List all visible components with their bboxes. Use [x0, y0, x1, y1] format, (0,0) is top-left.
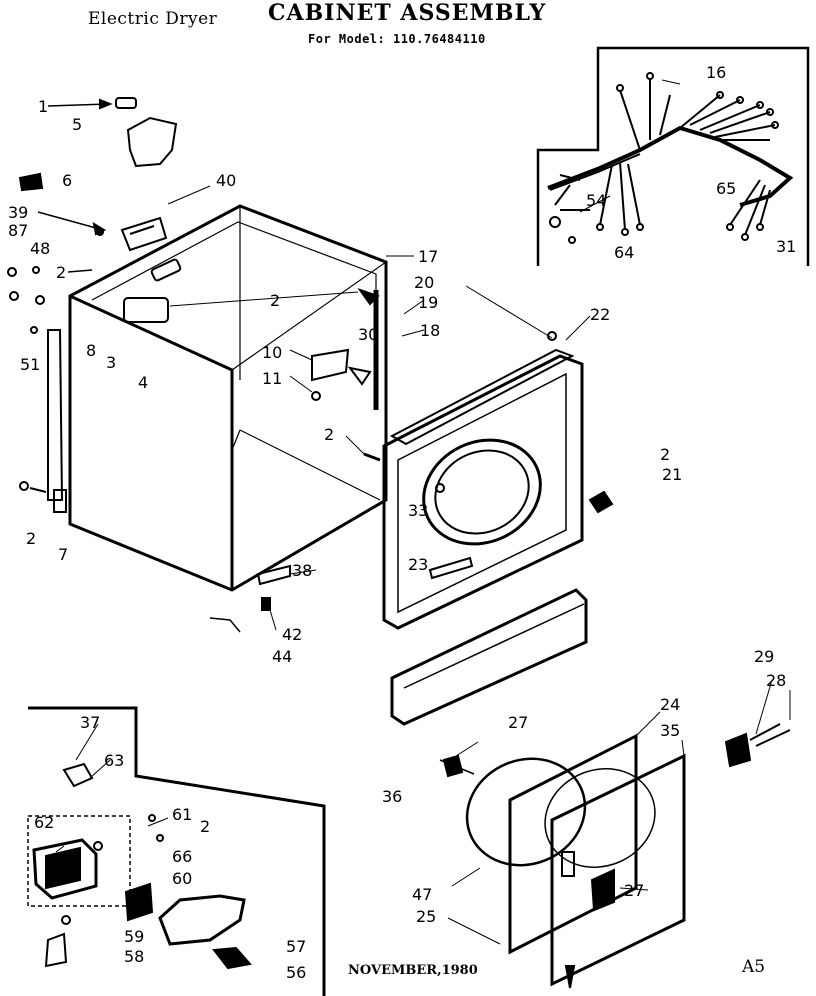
part-callout: 58	[124, 947, 144, 966]
part-callout: 28	[766, 671, 786, 690]
part-callout: 2	[200, 817, 210, 836]
part-callout: 39	[8, 203, 28, 222]
small-parts-left	[7, 97, 178, 513]
toe-plate	[390, 588, 588, 726]
part-callout: 19	[418, 293, 438, 312]
part-callout: 48	[30, 239, 50, 258]
part-callout: 42	[282, 625, 302, 644]
part-callout: 30	[358, 325, 378, 344]
part-callout: 27	[508, 713, 528, 732]
part-callout: 20	[414, 273, 434, 292]
part-callout: 11	[262, 369, 282, 388]
front-panel	[382, 331, 614, 630]
part-callout: 31	[776, 237, 796, 256]
part-callout: 17	[418, 247, 438, 266]
revision-date: NOVEMBER,1980	[348, 963, 478, 978]
part-callout: 25	[416, 907, 436, 926]
wiring-harness-inset	[536, 46, 810, 266]
part-callout: 3	[106, 353, 116, 372]
part-callout: 37	[80, 713, 100, 732]
part-callout: 63	[104, 751, 124, 770]
part-callout: 38	[292, 561, 312, 580]
part-callout: 16	[706, 63, 726, 82]
page-code: A5	[742, 957, 766, 977]
motor-inset	[27, 706, 326, 996]
part-callout: 60	[172, 869, 192, 888]
part-callout: 54	[586, 191, 606, 210]
part-callout: 51	[20, 355, 40, 374]
part-callout: 2	[660, 445, 670, 464]
part-callout: 1	[38, 97, 48, 116]
part-callout: 5	[72, 115, 82, 134]
part-callout: 2	[56, 263, 66, 282]
part-callout: 66	[172, 847, 192, 866]
part-callout: 87	[8, 221, 28, 240]
part-callout: 62	[34, 813, 54, 832]
model-number: For Model: 110.76484110	[308, 32, 486, 46]
part-callout: 10	[262, 343, 282, 362]
part-callout: 65	[716, 179, 736, 198]
leader-lines	[55, 79, 791, 945]
part-callout: 6	[62, 171, 72, 190]
part-callout: 57	[286, 937, 306, 956]
part-callout: 35	[660, 721, 680, 740]
part-callout: 22	[590, 305, 610, 324]
cabinet-body	[68, 204, 388, 633]
part-callout: 4	[138, 373, 148, 392]
part-callout: 33	[408, 501, 428, 520]
part-callout: 59	[124, 927, 144, 946]
part-callout: 2	[324, 425, 334, 444]
part-callout: 44	[272, 647, 292, 666]
diagram-title: CABINET ASSEMBLY	[268, 0, 547, 26]
part-callout: 21	[662, 465, 682, 484]
part-callout: 23	[408, 555, 428, 574]
part-callout: 7	[58, 545, 68, 564]
diagram-category: Electric Dryer	[88, 9, 218, 29]
part-callout: 47	[412, 885, 432, 904]
part-callout: 2	[26, 529, 36, 548]
part-callout: 8	[86, 341, 96, 360]
part-callout: 56	[286, 963, 306, 982]
part-callout: 24	[660, 695, 680, 714]
part-callout: 40	[216, 171, 236, 190]
part-callout: 64	[614, 243, 634, 262]
part-callout: 27	[624, 881, 644, 900]
part-callout: 18	[420, 321, 440, 340]
part-callout: 61	[172, 805, 192, 824]
part-callout: 29	[754, 647, 774, 666]
part-callout: 2	[270, 291, 280, 310]
part-callout: 36	[382, 787, 402, 806]
door-assembly	[439, 723, 791, 989]
